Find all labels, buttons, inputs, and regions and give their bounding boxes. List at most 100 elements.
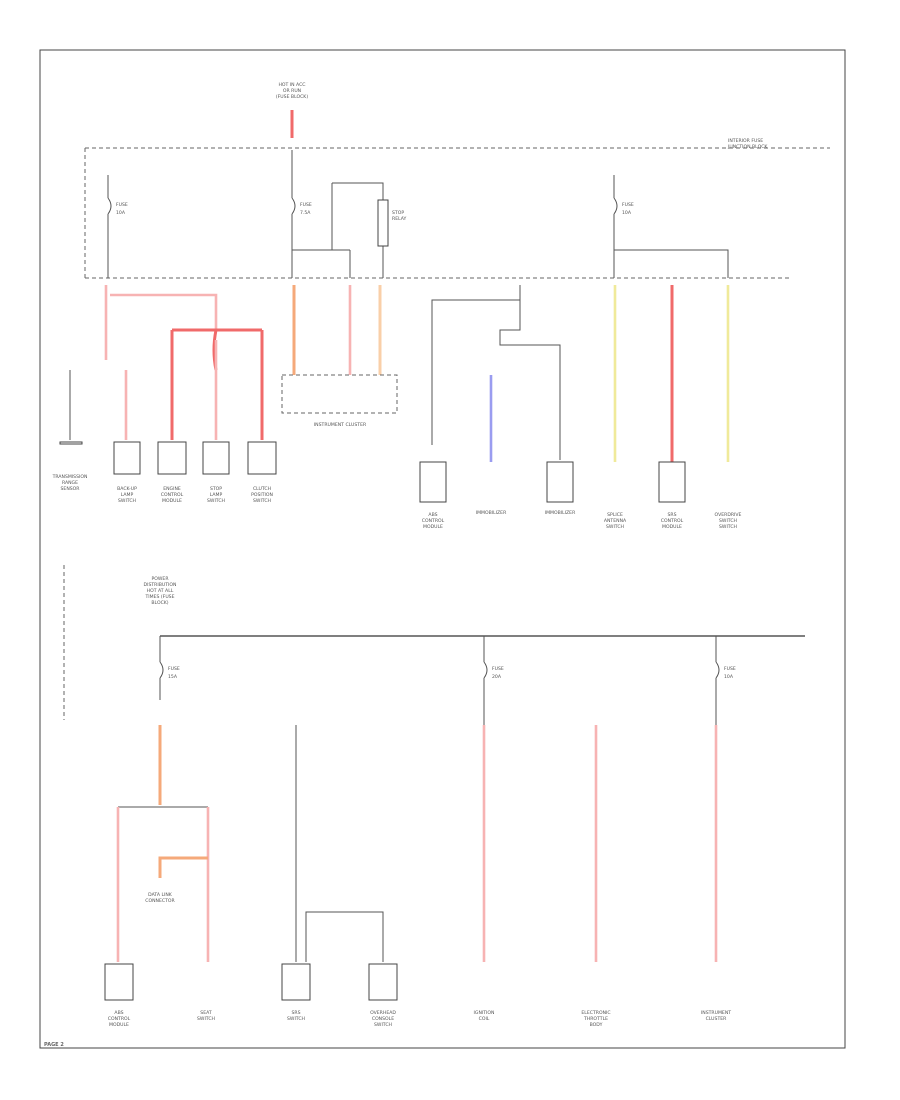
svg-text:HOT AT ALL: HOT AT ALL	[147, 588, 174, 594]
svg-text:MODULE: MODULE	[109, 1022, 129, 1028]
component-immobilizer-b: IMMOBILIZER	[545, 461, 576, 516]
junction-block-label-1: INTERIOR FUSE	[728, 138, 763, 144]
component-overhead-console-switch: OVERHEAD CONSOLE SWITCH	[368, 963, 398, 1028]
svg-text:SPLICE: SPLICE	[607, 512, 623, 518]
svg-text:POSITION: POSITION	[251, 492, 273, 498]
svg-text:ABS: ABS	[114, 1010, 123, 1016]
svg-text:MODULE: MODULE	[423, 524, 443, 530]
sls-body	[202, 441, 230, 475]
svg-text:CONTROL: CONTROL	[161, 492, 184, 498]
junction-block-outline	[84, 147, 830, 279]
svg-text:TRANSMISSION: TRANSMISSION	[52, 474, 88, 480]
splice-label-1: DATA LINK	[148, 892, 173, 898]
svg-text:IMMOBILIZER: IMMOBILIZER	[545, 510, 576, 516]
ecm-body	[157, 441, 187, 475]
relay-label-1: STOP	[392, 210, 404, 216]
svg-text:BACK-UP: BACK-UP	[117, 486, 137, 492]
fuse-right-rating: 10A	[622, 210, 632, 216]
top-source-connector: HOT IN ACC OR RUN (FUSE BLOCK)	[276, 82, 308, 138]
component-ignition-coil: IGNITION COIL	[474, 1010, 495, 1022]
svg-text:IGNITION: IGNITION	[474, 1010, 495, 1016]
svg-text:CLUTCH: CLUTCH	[253, 486, 271, 492]
fuse-left-rating: 10A	[116, 210, 126, 216]
svg-text:SEAT: SEAT	[200, 1010, 212, 1016]
svg-text:SWITCH: SWITCH	[197, 1016, 215, 1022]
component-back-up-lamp-switch: BACK-UP LAMP SWITCH	[113, 441, 141, 504]
fuse-lower-left-icon	[159, 661, 164, 679]
fuse-mid-label: FUSE	[300, 202, 312, 208]
svg-text:ELECTRONIC: ELECTRONIC	[581, 1010, 610, 1016]
instrument-cluster-box	[281, 374, 398, 414]
instrument-cluster-label: INSTRUMENT CLUSTER	[314, 422, 367, 428]
fuse-right-label: FUSE	[622, 202, 634, 208]
svg-text:LAMP: LAMP	[210, 492, 223, 498]
top-source-label-3: (FUSE BLOCK)	[276, 94, 308, 100]
svg-text:ABS: ABS	[428, 512, 437, 518]
fuse-lower-mid-label: FUSE	[492, 666, 504, 672]
svg-text:MODULE: MODULE	[662, 524, 682, 530]
svg-text:CLUSTER: CLUSTER	[706, 1016, 728, 1022]
svg-text:SRS: SRS	[291, 1010, 300, 1016]
top-source-label-2: OR RUN	[283, 88, 301, 94]
junction-block-label-2: JUNCTION BLOCK	[727, 144, 768, 150]
svg-text:SENSOR: SENSOR	[61, 486, 81, 492]
component-clutch-position-switch: CLUTCH POSITION SWITCH	[247, 441, 277, 504]
top-source-label-1: HOT IN ACC	[278, 82, 305, 88]
svg-text:TIMES (FUSE: TIMES (FUSE	[144, 594, 174, 600]
svg-text:ANTENNA: ANTENNA	[604, 518, 627, 524]
svg-text:CONTROL: CONTROL	[108, 1016, 131, 1022]
fuse-lower-right-label: FUSE	[724, 666, 736, 672]
component-seat-switch: SEAT SWITCH	[197, 1010, 215, 1022]
fuse-lower-right-icon	[715, 661, 720, 679]
component-stop-lamp-switch: STOP LAMP SWITCH	[202, 441, 230, 504]
trs-body	[59, 441, 83, 445]
relay-body	[377, 199, 389, 247]
svg-text:BLOCK): BLOCK)	[151, 600, 168, 606]
fuse-left-icon	[107, 197, 112, 215]
svg-text:CONTROL: CONTROL	[661, 518, 684, 524]
component-abs-module-bottom: ABS CONTROL MODULE	[104, 963, 134, 1028]
svg-text:SWITCH: SWITCH	[287, 1016, 305, 1022]
svg-text:POWER: POWER	[151, 576, 169, 582]
component-srs-switch: SRS SWITCH	[281, 963, 311, 1022]
svg-text:LAMP: LAMP	[121, 492, 134, 498]
svg-text:IMMOBILIZER: IMMOBILIZER	[476, 510, 507, 516]
svg-text:SWITCH: SWITCH	[606, 524, 624, 530]
diagram-frame	[39, 49, 846, 1049]
svg-text:OVERHEAD: OVERHEAD	[370, 1010, 396, 1016]
svg-text:STOP: STOP	[210, 486, 222, 492]
fuse-mid-rating: 7.5A	[300, 210, 311, 216]
svg-text:THROTTLE: THROTTLE	[583, 1016, 608, 1022]
wire-abs	[431, 285, 521, 445]
cps-body	[247, 441, 277, 475]
fuse-right-icon	[613, 197, 618, 215]
wire-lower-overhead	[305, 911, 384, 962]
svg-text:CONSOLE: CONSOLE	[372, 1016, 394, 1022]
fuse-lower-right-rating: 10A	[724, 674, 734, 680]
lower-source-label: POWER DISTRIBUTION HOT AT ALL TIMES (FUS…	[144, 576, 177, 606]
svg-text:INSTRUMENT: INSTRUMENT	[701, 1010, 731, 1016]
component-srs-module-top: SRS CONTROL MODULE	[658, 461, 686, 530]
component-transmission-range-sensor: TRANSMISSION RANGE SENSOR	[52, 441, 88, 492]
component-splice-antenna-switch: SPLICE ANTENNA SWITCH	[604, 512, 627, 530]
fuse-left-label: FUSE	[116, 202, 128, 208]
wire-immob-split	[499, 300, 561, 460]
fuse-mid-icon	[291, 197, 296, 215]
fuse-lower-mid-icon	[483, 661, 488, 679]
svg-text:ENGINE: ENGINE	[163, 486, 181, 492]
svg-text:SWITCH: SWITCH	[719, 518, 737, 524]
component-instrument-cluster-bottom: INSTRUMENT CLUSTER	[701, 1010, 731, 1022]
svg-text:SWITCH: SWITCH	[374, 1022, 392, 1028]
splice-label-2: CONNECTOR	[145, 898, 175, 904]
page-tag: PAGE 2	[44, 1042, 64, 1048]
component-electronic-throttle-body: ELECTRONIC THROTTLE BODY	[581, 1010, 610, 1028]
svg-text:OVERDRIVE: OVERDRIVE	[715, 512, 742, 518]
component-immobilizer-a: IMMOBILIZER	[476, 510, 507, 516]
svg-text:SWITCH: SWITCH	[207, 498, 225, 504]
component-overdrive-switch: OVERDRIVE SWITCH SWITCH	[715, 512, 742, 530]
svg-text:BODY: BODY	[590, 1022, 603, 1028]
relay-wire	[332, 182, 384, 278]
svg-text:SWITCH: SWITCH	[253, 498, 271, 504]
svg-text:SRS: SRS	[667, 512, 676, 518]
